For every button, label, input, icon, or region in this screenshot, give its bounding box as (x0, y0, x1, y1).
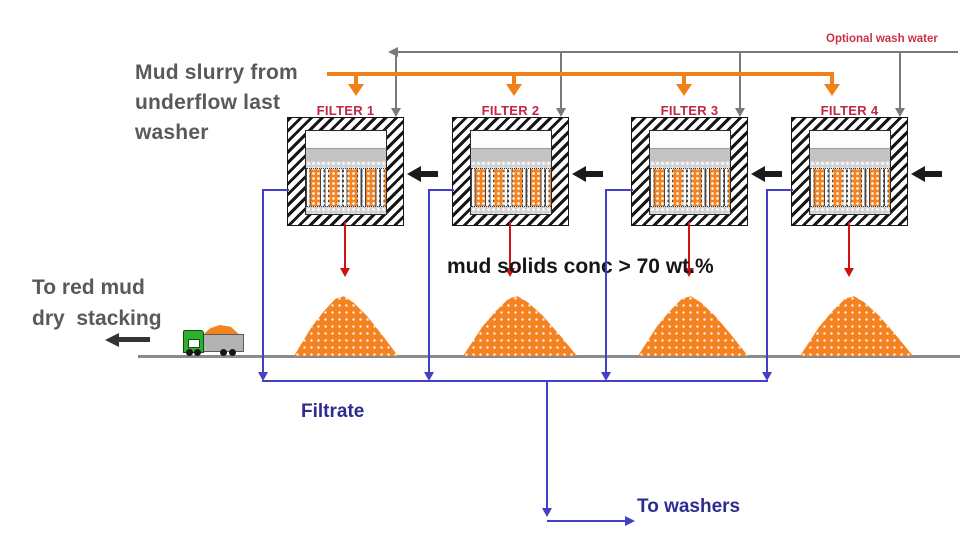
slurry-feed-stem-3 (682, 72, 686, 84)
slurry-level-band (471, 148, 551, 161)
inlet-arrow-3-icon (751, 166, 765, 182)
inlet-arrow-1-shaft (421, 171, 438, 177)
discharge-arrow-2-icon (505, 268, 515, 277)
inlet-arrow-2-shaft (586, 171, 603, 177)
filter-2-label: FILTER 2 (481, 103, 540, 118)
mud-solids-conc-label: mud solids conc > 70 wt.% (447, 255, 714, 278)
wash-water-header-line (396, 51, 958, 53)
slurry-feed-arrow-4-icon (824, 84, 840, 96)
wash-water-drop-arrow-2-icon (556, 108, 566, 117)
filtrate-down-1 (262, 189, 264, 373)
filtrate-stub-3 (605, 189, 633, 191)
inlet-arrow-3-shaft (765, 171, 782, 177)
ground-line (138, 355, 960, 358)
discharge-arrow-3-icon (684, 268, 694, 277)
filter-1-press-box (287, 117, 404, 226)
filter-plates-icon (810, 161, 890, 214)
truck-window (188, 339, 200, 348)
filter-unit-3: FILTER 3 (631, 103, 748, 226)
slurry-level-band (810, 148, 890, 161)
filter-plates-icon (306, 161, 386, 214)
filter-4-label: FILTER 4 (820, 103, 879, 118)
discharge-stem-1 (344, 222, 346, 268)
discharge-stem-4 (848, 222, 850, 268)
wash-water-drop-2 (560, 52, 562, 109)
filter-2-press-box (452, 117, 569, 226)
mud-slurry-source-label: Mud slurry from underflow last washer (135, 61, 298, 144)
filtrate-stub-1 (262, 189, 289, 191)
inlet-arrow-4-icon (911, 166, 925, 182)
to-red-mud-label: To red mud dry stacking (32, 276, 162, 330)
filtrate-down-4 (766, 189, 768, 373)
wash-water-drop-arrow-1-icon (391, 108, 401, 117)
filter-4-press-box (791, 117, 908, 226)
slurry-feed-stem-1 (354, 72, 358, 84)
inlet-arrow-1-icon (407, 166, 421, 182)
truck-cab (183, 330, 204, 353)
slurry-level-band (306, 148, 386, 161)
discharge-stem-3 (688, 222, 690, 268)
slurry-feed-arrow-3-icon (676, 84, 692, 96)
mud-pile-1 (294, 296, 398, 356)
mud-pile-4 (800, 296, 913, 356)
filter-unit-1: FILTER 1 (287, 103, 404, 226)
slurry-feed-arrow-1-icon (348, 84, 364, 96)
filter-1-label: FILTER 1 (316, 103, 375, 118)
wash-water-drop-arrow-3-icon (735, 108, 745, 117)
filtrate-arrow-2-icon (424, 372, 434, 381)
discharge-stem-2 (509, 222, 511, 268)
filter-unit-2: FILTER 2 (452, 103, 569, 226)
filtrate-label: Filtrate (301, 401, 365, 422)
filtrate-collection-line (262, 380, 768, 382)
filtrate-down-3 (605, 189, 607, 373)
dump-truck-icon (182, 325, 244, 356)
to-washers-line (547, 520, 625, 522)
filtrate-main-arrow-icon (542, 508, 552, 517)
filter-unit-4: FILTER 4 (791, 103, 908, 226)
wash-water-drop-1 (395, 52, 397, 109)
wash-water-drop-3 (739, 52, 741, 109)
discharge-arrow-4-icon (844, 268, 854, 277)
to-stacking-arrow-icon (105, 333, 119, 347)
filtrate-arrow-1-icon (258, 372, 268, 381)
slurry-feed-arrow-2-icon (506, 84, 522, 96)
wash-water-left-arrow-icon (388, 47, 398, 57)
wash-water-drop-4 (899, 52, 901, 109)
filter-3-label: FILTER 3 (660, 103, 719, 118)
to-washers-arrow-icon (625, 516, 635, 526)
wash-water-drop-arrow-4-icon (895, 108, 905, 117)
to-washers-label: To washers (637, 496, 741, 517)
inlet-arrow-2-icon (572, 166, 586, 182)
filtrate-down-2 (428, 189, 430, 373)
inlet-arrow-4-shaft (925, 171, 942, 177)
filter-3-press-box (631, 117, 748, 226)
slurry-level-band (650, 148, 730, 161)
slurry-feed-stem-4 (830, 72, 834, 84)
filtrate-stub-2 (428, 189, 454, 191)
truck-mud-load (203, 325, 240, 335)
filtrate-arrow-4-icon (762, 372, 772, 381)
discharge-arrow-1-icon (340, 268, 350, 277)
filtrate-stub-4 (766, 189, 793, 191)
filter-plates-icon (471, 161, 551, 214)
mud-pile-2 (463, 296, 577, 356)
slurry-feed-stem-2 (512, 72, 516, 84)
filtrate-main-drop (546, 380, 548, 508)
mud-pile-3 (638, 296, 748, 356)
filtrate-arrow-3-icon (601, 372, 611, 381)
filter-plates-icon (650, 161, 730, 214)
optional-wash-water-label: Optional wash water (826, 33, 938, 45)
slurry-header-line (327, 72, 834, 76)
to-stacking-arrow-shaft (119, 337, 150, 342)
